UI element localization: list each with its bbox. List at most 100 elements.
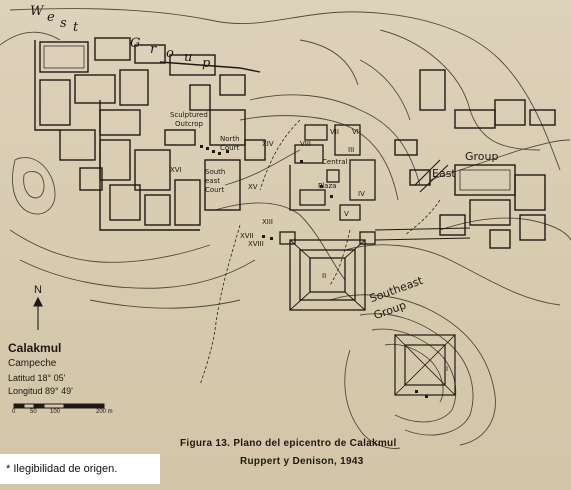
scale-tick: 0 [12,409,16,415]
structure [359,231,376,245]
site-longitude: Longitud 89° 49' [8,386,73,396]
contour-line [239,115,399,201]
wall [159,61,261,73]
structure [99,109,141,136]
structure [469,199,511,226]
figure-caption-title: Figura 13. Plano del epicentro de Calakm… [180,438,397,449]
structure [164,129,196,146]
stela [320,185,323,188]
structure-label: IV [358,190,365,198]
structure-label: XIII [262,218,273,226]
wall [34,40,60,131]
structure [304,124,328,141]
stela [415,390,418,393]
wall [289,165,330,211]
west-group-structures [34,37,266,231]
west-group-letter: W [30,4,45,19]
structure [419,69,446,111]
structure [59,129,96,161]
trail [199,224,241,386]
causeway [374,227,471,241]
structure-label: V [344,210,349,218]
north-arrow-label: N [34,284,42,296]
structure [519,214,546,241]
sculptured-outcrop-label: Sculptured [170,111,208,119]
contour-line [12,157,56,215]
site-state: Campeche [8,358,57,369]
structure-label: XIV [262,140,274,148]
structure [39,41,89,73]
contour-line [359,59,411,121]
small-structures [200,145,428,398]
contour-line [344,244,561,306]
structure-label: VIII [300,140,311,148]
stela [262,235,265,238]
sculptured-outcrop-label: Outcrop [175,120,203,128]
contour-line [379,29,541,151]
trail [404,199,441,236]
scale-segment [43,403,65,409]
structure [459,169,511,191]
structure-label: II [322,272,327,280]
trails [199,119,441,386]
structure-label: XVIII [248,240,264,248]
east-group-label: East [432,167,456,180]
structure-label: I [446,365,449,373]
structure [119,69,149,106]
structure [209,109,246,146]
contour-line [384,343,444,403]
north-court-label: Court [220,144,240,152]
contour-line [23,171,45,199]
stela [212,150,215,153]
west-group-letter: r [150,42,158,57]
contour-line [359,313,474,436]
central-plaza-label: Plaza [318,182,337,190]
pyramid-tier [404,344,446,386]
pyramid-base [289,239,366,311]
scale-bar-graphic [13,403,105,409]
structure [494,99,526,126]
central-plaza-label: Central [322,158,348,166]
structure [39,79,71,126]
pyramid-structure-ii [279,231,376,311]
structure [454,164,516,196]
structure [529,109,556,126]
contour-line [329,294,496,446]
west-group-letter: G [130,36,142,51]
contour-line [429,139,571,181]
trail [329,229,351,286]
north-arrow-symbol [33,296,43,330]
southeast-court-label: east [205,177,220,185]
pyramid-base [394,334,456,396]
stela [300,160,303,163]
structure [326,169,340,183]
structure [489,229,511,249]
contour-line [371,328,457,423]
contour-line [224,149,301,186]
structure [174,179,201,226]
site-name: Calakmul [8,341,62,355]
pyramid-edge [289,239,366,311]
contour-line [299,39,359,86]
structure [394,139,418,156]
structure [219,74,246,96]
contour-line [249,94,421,186]
west-group-letter: t [73,20,80,35]
structure [169,54,216,76]
contour-lines [0,8,571,449]
structure [144,194,171,226]
structure [279,231,296,245]
figure-caption-credit: Ruppert y Denison, 1943 [240,456,364,467]
scale-tick: 200 m [96,409,113,415]
structure [439,214,466,236]
structure [74,74,116,104]
north-court-label: North [220,135,240,143]
scale-tick: 100 [50,409,61,415]
structure [134,149,171,191]
pyramid-tier [299,249,356,301]
west-group-letter: u [184,50,194,65]
structure [244,139,266,161]
contour-line [439,217,571,241]
